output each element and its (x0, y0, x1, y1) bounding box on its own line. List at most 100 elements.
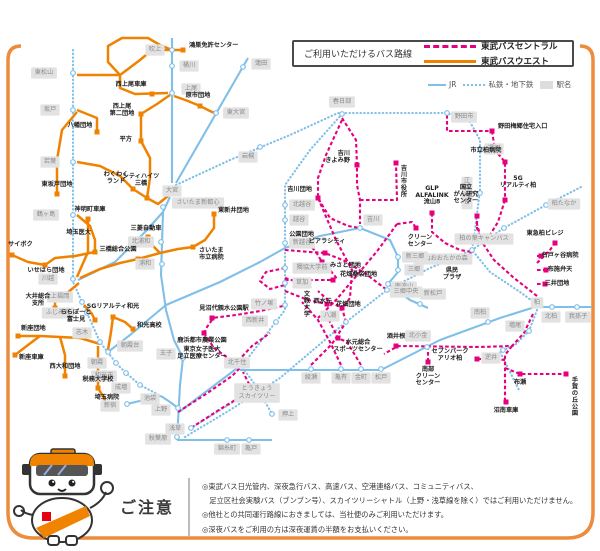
station-circle (338, 366, 344, 372)
bus-stop-marker (190, 244, 196, 250)
station-box (420, 288, 446, 300)
bus-stop-marker (94, 129, 100, 135)
bus-route-west (139, 93, 171, 206)
bus-route-west (112, 315, 134, 330)
jr-label: JR (449, 80, 457, 89)
bus-stop-marker (130, 186, 136, 192)
station-name: 柏の葉キャンパス (459, 234, 509, 242)
station-name: 上尾 (185, 84, 197, 92)
station-name: 新宿 (104, 401, 116, 409)
bus-stop-marker (543, 267, 549, 273)
station-box (547, 198, 581, 210)
bus-stop-label: 名戸ヶ谷病院 (541, 251, 579, 259)
notice-line: ◎他社との共同運行路線におきましては、当社便のみご利用いただけます。 (202, 510, 449, 520)
station-circle (213, 110, 219, 116)
station-name: 越谷 (293, 215, 305, 223)
notice-line: 足立区社会実験バス（ブンブン号）、スカイツリーシャトル（上野・浅草線を除く）では… (202, 496, 578, 506)
bus-stop-label: 東急柏ビレジ (526, 229, 564, 237)
station-circle (395, 254, 401, 260)
bus-stop-label: 西水元 (313, 297, 332, 305)
station-box (541, 311, 561, 323)
station-box (320, 310, 340, 322)
bus-stop-marker (42, 262, 48, 268)
station-box (405, 330, 431, 342)
notice-lines: ◎東武バス日光管内、深夜急行バス、高速バス、空港連絡バス、コミュニティバス、 足… (202, 476, 577, 537)
station-box (470, 307, 490, 319)
station-name: 若葉 (44, 157, 56, 165)
station-name: 朝霞台 (121, 341, 140, 349)
station-box (454, 233, 514, 245)
station-name: 我孫子 (569, 312, 588, 320)
station-name: 浦和 (139, 259, 151, 267)
station-circle (70, 159, 76, 165)
bus-stop-marker (429, 210, 435, 216)
bus-stop-marker (502, 197, 508, 203)
bus-stop-label: 野田梅郷住宅入口 (498, 122, 548, 130)
station-box (292, 277, 312, 289)
station-name: 吹上 (149, 45, 161, 53)
station-name: 松戸 (375, 373, 387, 381)
station-name: 王子 (160, 350, 172, 357)
tobu-bus-mascot (13, 448, 114, 546)
station-box (47, 291, 73, 303)
station-box (87, 357, 107, 369)
station-label: 駅名 (556, 80, 572, 89)
station-name: 新越谷 (293, 238, 312, 246)
bus-stop-marker (54, 191, 60, 197)
station-circle (543, 202, 549, 208)
bus-stop-label: 吉川市役所 (400, 164, 408, 198)
station-name: 草加 (296, 278, 308, 286)
bus-route-west (55, 111, 78, 194)
station-name: 押上 (282, 410, 294, 418)
station-name: 池袋 (144, 394, 156, 402)
station-circle (357, 225, 363, 231)
bus-stop-marker (413, 225, 419, 231)
station-name: 浅草 (169, 424, 181, 432)
bus-route-central (360, 162, 399, 202)
station-name: 東松山 (35, 68, 54, 76)
bus-route-central (327, 317, 362, 366)
station-box (40, 104, 60, 116)
bus-stop-label: 新座車庫 (19, 353, 45, 361)
station-name: 八潮 (324, 311, 336, 319)
mascot-eye (48, 479, 56, 487)
bus-route-central (383, 313, 534, 355)
station-box (156, 348, 176, 360)
mascot-eye (68, 479, 76, 487)
station-box (151, 404, 171, 416)
station-box (289, 199, 315, 211)
station-name: 坂戸 (44, 105, 56, 113)
station-box (301, 372, 321, 384)
bus-route-central (341, 117, 362, 224)
bus-route-central (284, 248, 388, 291)
bus-stop-marker (149, 91, 155, 97)
station-name: 北小金 (409, 331, 428, 339)
bus-route-central (430, 213, 473, 254)
station-box (402, 251, 428, 263)
private-rail-line (241, 366, 258, 388)
mascot-logo (42, 512, 51, 521)
station-box (40, 156, 60, 168)
station-box (371, 372, 391, 384)
station-circle (174, 434, 180, 440)
private-rail-line-sample (463, 83, 486, 86)
station-box (162, 185, 182, 197)
station-name: 岩槻 (242, 152, 255, 160)
station-box (238, 151, 258, 163)
bus-stop-label: 吉川団地 (287, 185, 313, 193)
bus-route-central (504, 367, 566, 376)
bus-stop-label: 平方 (120, 135, 132, 143)
bus-stop-label: いせはら団地 (27, 266, 65, 274)
bus-stop-marker (92, 317, 98, 323)
station-box (242, 315, 268, 327)
station-circle (160, 204, 166, 210)
bus-stop-marker (209, 315, 215, 321)
station-circle (395, 267, 401, 273)
station-circle (246, 437, 252, 443)
station-box (404, 264, 424, 276)
bus-stop-marker (503, 399, 509, 405)
bus-route-west (77, 48, 183, 77)
station-box (214, 443, 240, 455)
station-box (351, 372, 371, 384)
